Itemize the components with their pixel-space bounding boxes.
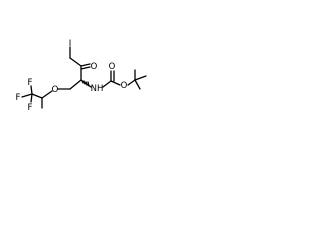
bond-cf3-f-bottom bbox=[30, 93, 33, 103]
atom-fluorine-bottom: F bbox=[28, 103, 33, 113]
atom-labels: I O O NH O O F F F bbox=[16, 39, 128, 113]
atom-amide-nitrogen: NH bbox=[91, 84, 104, 94]
atom-fluorine-left: F bbox=[16, 93, 21, 103]
bond-cf3-f-top bbox=[30, 85, 33, 95]
bond-chiral-ch2 bbox=[69, 79, 82, 90]
atom-fluorine-top: F bbox=[28, 78, 33, 88]
bond-cf3-f-left bbox=[21, 93, 33, 98]
bond-tbu-methyl-down bbox=[134, 79, 141, 90]
bond-carbamate-ester-o bbox=[110, 80, 121, 86]
bond-ketone-double-1 bbox=[80, 63, 91, 67]
bond-lines bbox=[21, 46, 147, 109]
atom-carbamate-carbonyl-oxygen: O bbox=[109, 62, 116, 72]
bond-cquat-cf3 bbox=[31, 93, 43, 99]
bond-nh-carbamate-c bbox=[102, 80, 112, 88]
atom-iodine: I bbox=[69, 39, 72, 49]
atom-ether-oxygen: O bbox=[52, 85, 59, 95]
atom-carbamate-ester-oxygen: O bbox=[121, 81, 128, 91]
stereo-hash-bond bbox=[81, 80, 90, 87]
bond-tbu-methyl-right bbox=[134, 75, 147, 81]
bond-carbonyl-ch2 bbox=[69, 57, 82, 67]
bond-ketone-double-2 bbox=[80, 66, 91, 70]
bond-ether-o-cquat bbox=[41, 90, 53, 99]
molecule-structure-diagram: I O O NH O O F F F bbox=[16, 39, 147, 113]
bond-ester-o-tbu bbox=[127, 79, 136, 86]
atom-carbonyl-oxygen: O bbox=[91, 62, 98, 72]
